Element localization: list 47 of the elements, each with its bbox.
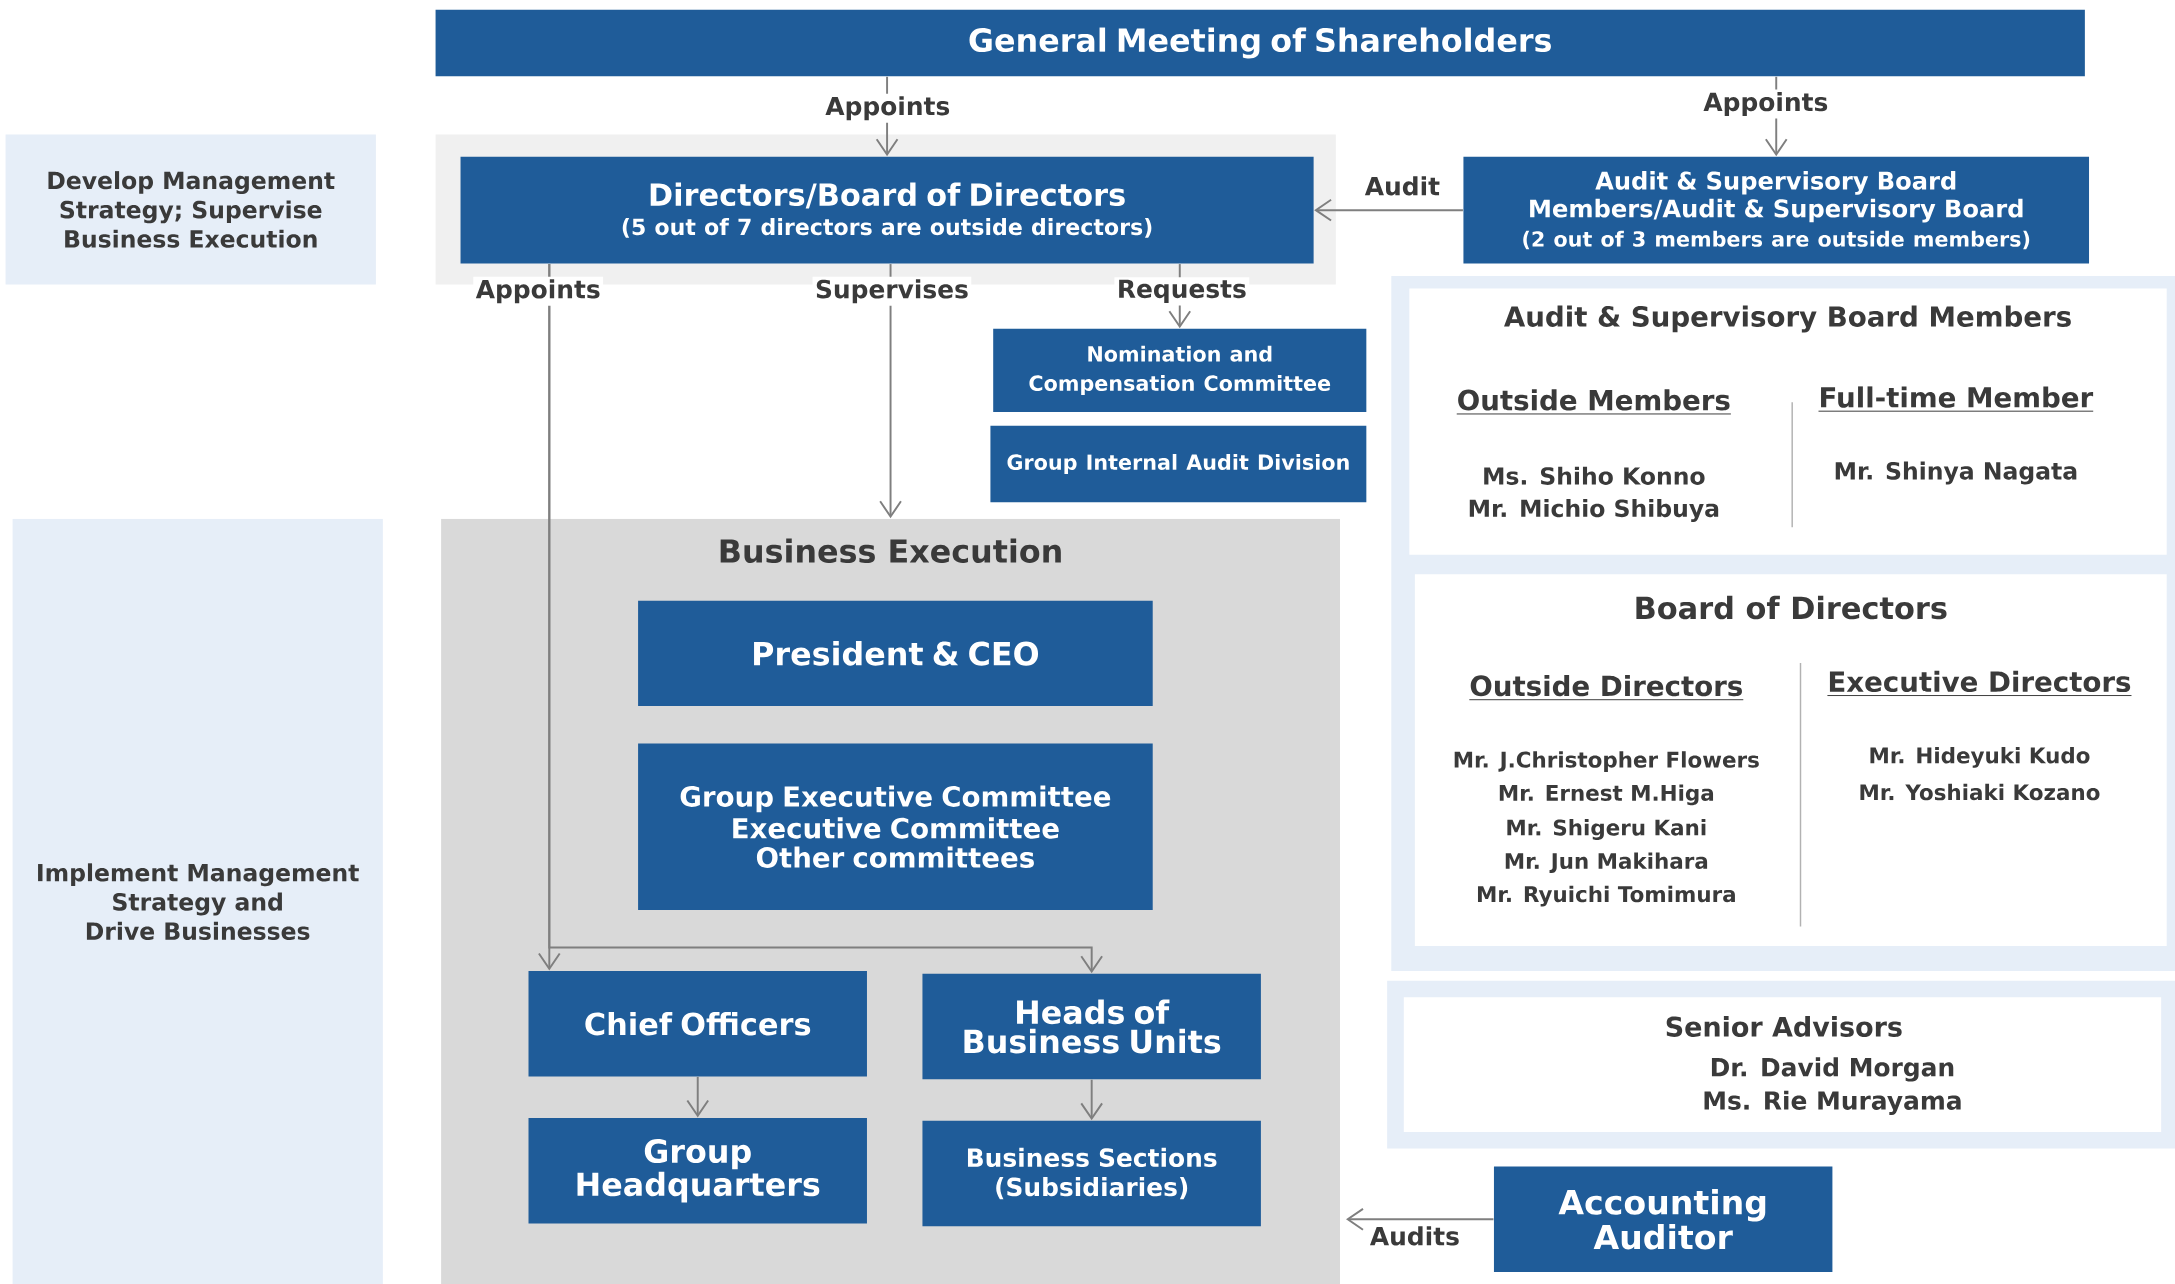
- name-text: Mr. Ernest M.Higa: [1499, 784, 1714, 806]
- auditor-box: Accounting Auditor: [1493, 1166, 1833, 1272]
- committee-box: Group Executive Committee Executive Committee Other committees: [638, 743, 1153, 910]
- edge-label: Requests: [1114, 276, 1250, 306]
- title-box: General Meeting of Shareholders: [435, 9, 2085, 77]
- name-text: Mr. Ryuichi Tomimura: [1478, 885, 1735, 907]
- card-heading: Audit & Supervisory Board Members: [1504, 305, 2071, 333]
- unit-box: Group Headquarters: [528, 1117, 867, 1224]
- name-text: Mr. Yoshiaki Kozano: [1860, 783, 2100, 801]
- edge-label: Appoints: [822, 93, 953, 123]
- arrow: [686, 1075, 710, 1118]
- name-text: Mr. Michio Shibuya: [1469, 498, 1719, 522]
- edge-label: Appoints: [1700, 89, 1831, 119]
- edge-label: Supervises: [812, 276, 972, 306]
- column-heading: Outside Directors: [1468, 674, 1744, 700]
- panel-heading: Business Execution: [720, 538, 1061, 563]
- committee-box: Nomination and Compensation Committee: [993, 328, 1367, 412]
- name-text: Mr. J.Christopher Flowers: [1454, 751, 1759, 772]
- card-heading: Board of Directors: [1636, 595, 1947, 620]
- column-heading: Executive Directors: [1826, 670, 2132, 696]
- board-box: Directors/Board of Directors (5 out of 7 directors are outside directors): [460, 156, 1314, 264]
- edge-label: Appoints: [473, 276, 604, 306]
- unit-box: Chief Officers: [528, 970, 867, 1077]
- arrow: [1346, 1207, 1495, 1231]
- board-box: Audit & Supervisory Board Members/Audit & Supervisory Board (2 out of 3 members are outside members): [1463, 156, 2090, 264]
- name-text: Mr. Shinya Nagata: [1835, 461, 2077, 485]
- name-text: Mr. Jun Makihara: [1505, 852, 1708, 873]
- name-text: Ms. Rie Murayama: [1704, 1090, 1961, 1115]
- name-text: Mr. Shigeru Kani: [1507, 818, 1706, 840]
- column-heading: Full-time Member: [1818, 386, 2094, 412]
- name-text: Ms. Shiho Konno: [1484, 466, 1705, 485]
- arrow: [548, 262, 1104, 974]
- role-box: Implement Management Strategy and Drive Businesses: [12, 518, 383, 1284]
- card-heading: Senior Advisors: [1666, 1015, 1902, 1037]
- edge-label: Audits: [1367, 1223, 1463, 1248]
- name-text: Mr. Hideyuki Kudo: [1870, 746, 2090, 768]
- edge-label: Audit: [1362, 173, 1443, 198]
- unit-box: Heads of Business Units: [922, 973, 1261, 1079]
- column-heading: Outside Members: [1456, 388, 1732, 415]
- arrow: [1314, 198, 1464, 222]
- unit-box: Business Sections (Subsidiaries): [922, 1120, 1261, 1226]
- executive-box: President & CEO: [638, 600, 1153, 706]
- arrow: [879, 262, 902, 519]
- role-box: Develop Management Strategy; Supervise Business Execution: [5, 134, 376, 285]
- division-box: Group Internal Audit Division: [990, 425, 1367, 502]
- name-text: Dr. David Morgan: [1711, 1057, 1954, 1082]
- arrow: [1080, 1078, 1104, 1121]
